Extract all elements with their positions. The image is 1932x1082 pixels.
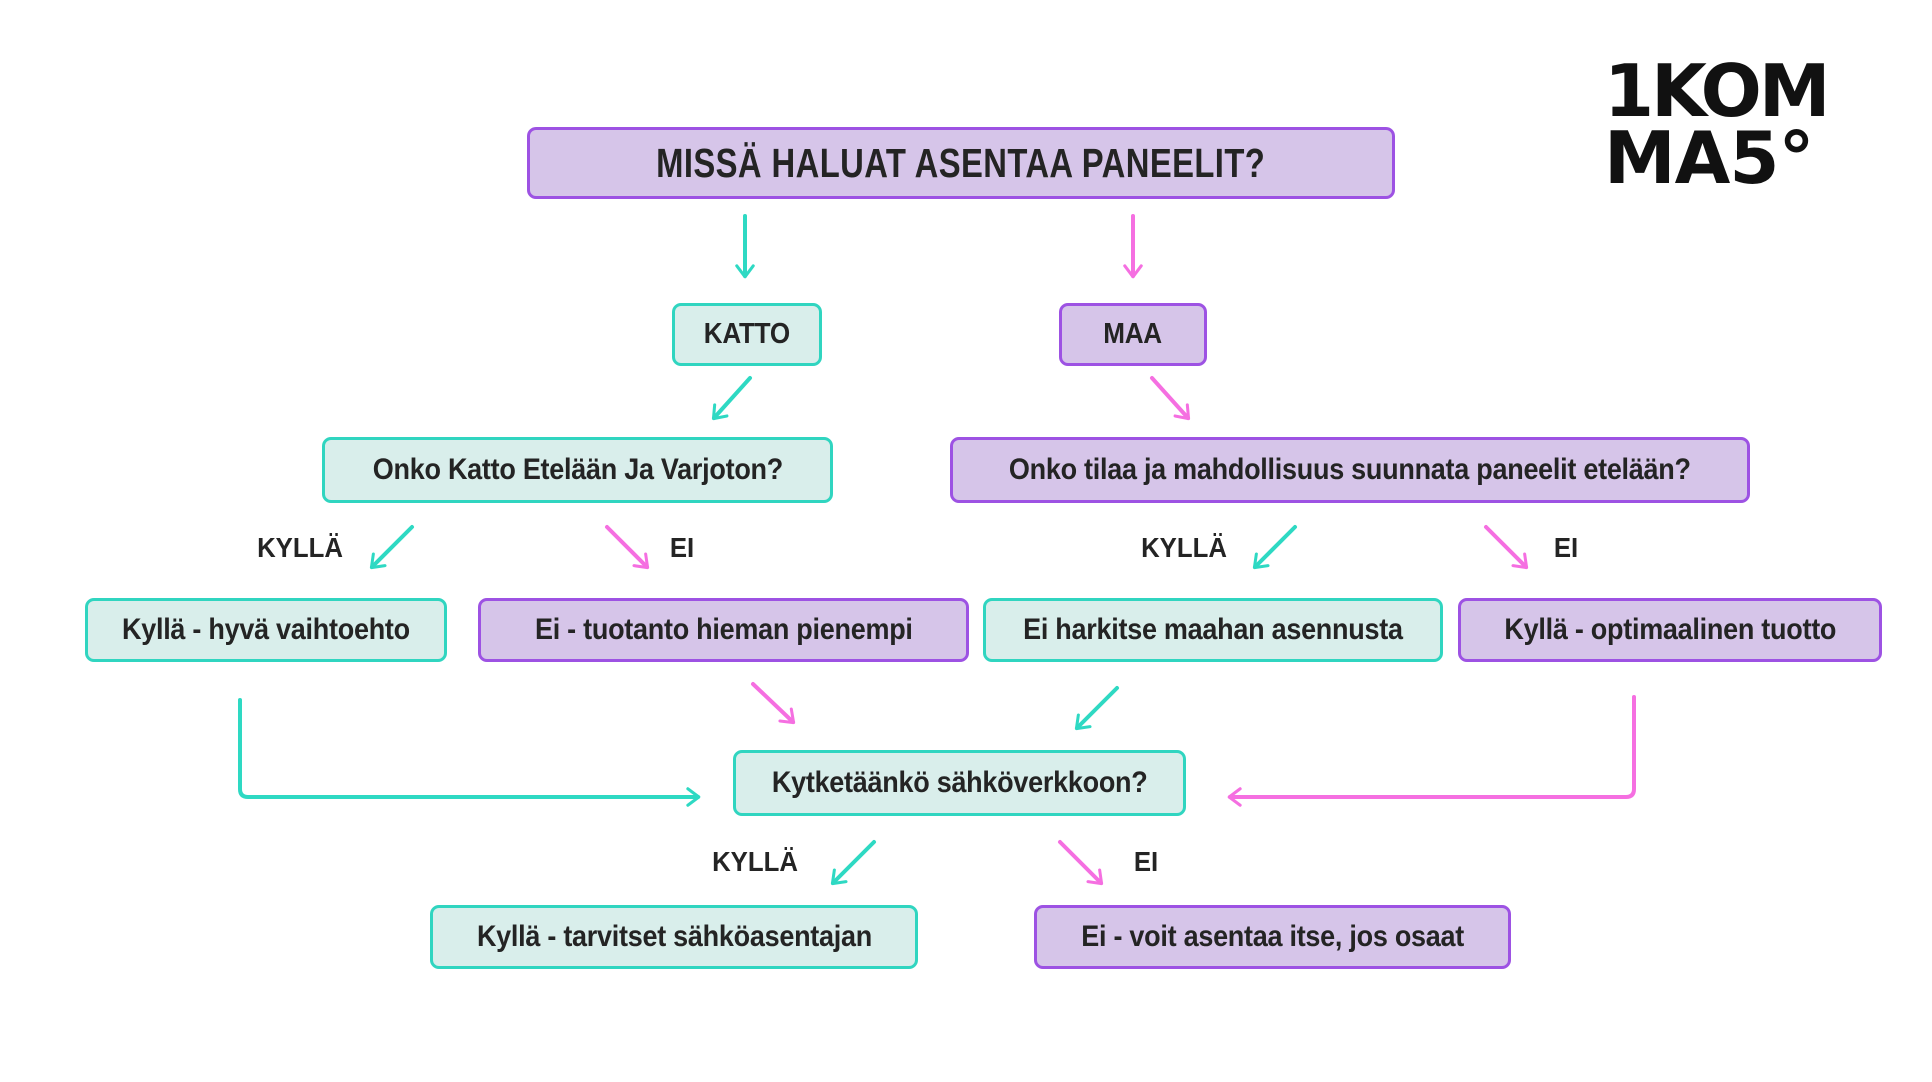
brand-logo-1komma5: 1KOM MA5° <box>1604 49 1884 200</box>
arrow-maa-to-question <box>1150 376 1191 421</box>
elbow-optimal-to-grid-question <box>1227 695 1636 807</box>
arrow-katto-to-question <box>711 376 752 421</box>
node-label: Onko tilaa ja mahdollisuus suunnata pane… <box>1009 453 1691 486</box>
arrow-maa-answer-to-grid-question <box>1074 686 1119 731</box>
arrow-ei-to-grid-question <box>751 682 796 725</box>
title-node: MISSÄ HALUAT ASENTAA PANEELIT? <box>527 127 1395 199</box>
node-label: Ei - tuotanto hieman pienempi <box>534 613 913 646</box>
node-answer-katto-ei: Ei - tuotanto hieman pienempi <box>478 598 969 662</box>
node-label: Kyllä - optimaalinen tuotto <box>1504 613 1836 646</box>
edge-label-ei-grid: EI <box>1133 846 1159 877</box>
node-question-katto: Onko Katto Etelään Ja Varjoton? <box>322 437 833 503</box>
edge-label-kylla-left: KYLLÄ <box>257 532 343 563</box>
arrow-grid-ei <box>1058 840 1104 886</box>
arrow-left-ei <box>605 525 650 570</box>
logo-line-2: MA5° <box>1604 115 1814 200</box>
node-label: Kyllä - hyvä vaihtoehto <box>122 613 410 646</box>
arrow-left-kylla <box>369 525 414 570</box>
arrow-grid-kylla <box>830 840 876 886</box>
edge-label-kylla-grid: KYLLÄ <box>712 846 798 877</box>
node-label: Onko Katto Etelään Ja Varjoton? <box>372 453 783 486</box>
node-answer-maa-ei: Kyllä - optimaalinen tuotto <box>1458 598 1882 662</box>
node-label: Ei harkitse maahan asennusta <box>1023 613 1403 646</box>
node-label: Ei - voit asentaa itse, jos osaat <box>1081 920 1464 953</box>
node-label: KATTO <box>703 318 791 350</box>
elbow-kylla-to-grid-question <box>238 698 701 807</box>
arrow-right-ei <box>1484 525 1529 570</box>
node-label: MAA <box>1103 318 1163 350</box>
edge-label-ei-right: EI <box>1553 532 1579 563</box>
node-label: Kytketäänkö sähköverkkoon? <box>771 766 1148 799</box>
node-katto: KATTO <box>672 303 822 366</box>
node-answer-katto-kylla: Kyllä - hyvä vaihtoehto <box>85 598 447 662</box>
node-label: Kyllä - tarvitset sähköasentajan <box>476 920 872 953</box>
logo-line-1: 1KOM <box>1604 49 1831 133</box>
node-maa: MAA <box>1059 303 1207 366</box>
node-answer-grid-kylla: Kyllä - tarvitset sähköasentajan <box>430 905 918 969</box>
arrow-right-kylla <box>1252 525 1297 570</box>
node-answer-maa-kylla: Ei harkitse maahan asennusta <box>983 598 1443 662</box>
node-answer-grid-ei: Ei - voit asentaa itse, jos osaat <box>1034 905 1511 969</box>
edge-label-ei-left: EI <box>669 532 695 563</box>
page-title: MISSÄ HALUAT ASENTAA PANEELIT? <box>656 139 1266 186</box>
edge-label-kylla-right: KYLLÄ <box>1141 532 1227 563</box>
node-question-grid: Kytketäänkö sähköverkkoon? <box>733 750 1186 816</box>
node-question-maa: Onko tilaa ja mahdollisuus suunnata pane… <box>950 437 1750 503</box>
